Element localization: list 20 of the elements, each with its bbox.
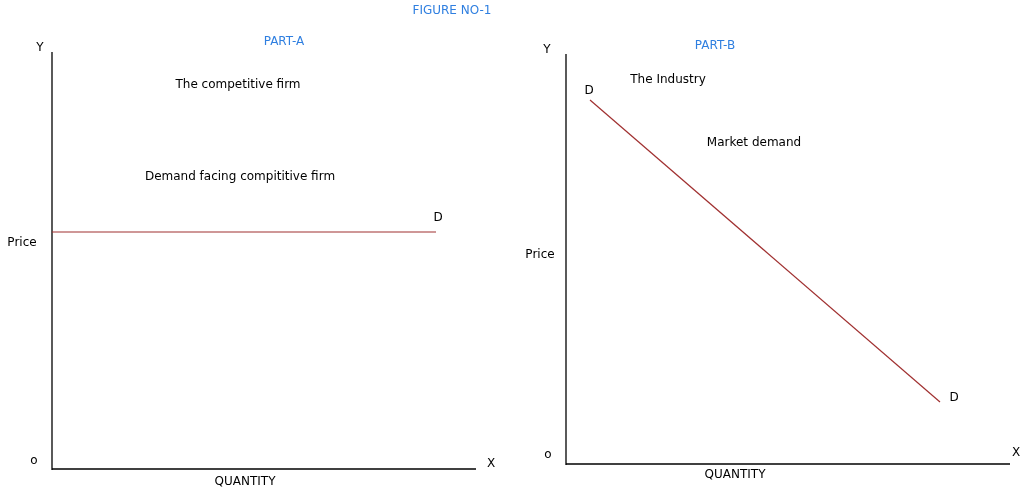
axis-label: QUANTITY <box>214 475 276 487</box>
curve-label: D <box>949 391 959 403</box>
panel-title: PART-B <box>694 39 736 51</box>
axis-label: QUANTITY <box>704 468 766 480</box>
panel-title: PART-A <box>263 35 305 47</box>
chart-annotation: Market demand <box>706 136 802 148</box>
chart-annotation: Demand facing compititive firm <box>144 170 336 182</box>
curve-label: D <box>584 84 594 96</box>
chart-annotation: The competitive firm <box>175 78 301 90</box>
curve-label: D <box>433 211 443 223</box>
axis-label: X <box>486 457 496 469</box>
chart-annotation: The Industry <box>630 73 706 85</box>
axis-label: Price <box>7 236 37 248</box>
figure-title: FIGURE NO-1 <box>412 4 492 16</box>
axis-label: Price <box>525 248 555 260</box>
origin-label: o <box>30 454 38 466</box>
axis-label: Y <box>36 41 44 53</box>
origin-label: o <box>544 448 552 460</box>
axis-label: X <box>1011 446 1021 458</box>
axis-label: Y <box>543 43 551 55</box>
